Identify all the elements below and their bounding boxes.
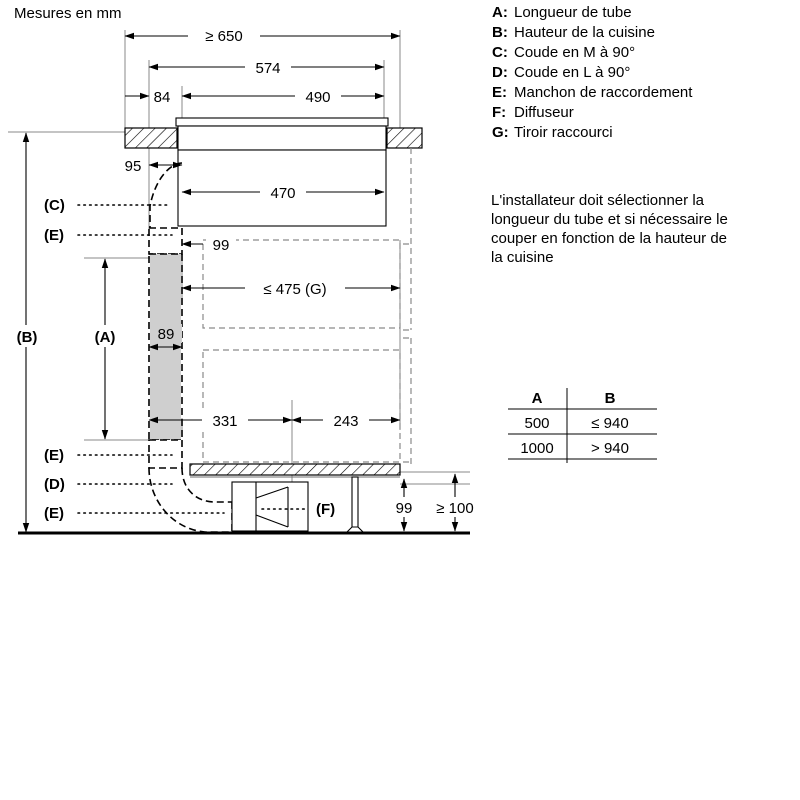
diffuser-f-vane-bottom: [255, 514, 289, 528]
dim-99-top-label: 99: [213, 237, 230, 254]
dim-99-top: 99: [181, 234, 236, 254]
elbow-d-inner-curve: [181, 467, 232, 503]
callout-a-label: (A): [95, 329, 116, 346]
dim-89-label: 89: [158, 326, 175, 343]
dim-b-height: (B): [8, 132, 46, 533]
legend-key: G:: [492, 124, 509, 141]
legend-item: C: Coude en M à 90°: [492, 44, 635, 61]
legend-key: E:: [492, 84, 507, 101]
legend-item: G: Tiroir raccourci: [492, 124, 613, 141]
dim-574: 574: [148, 57, 385, 77]
dim-95-label: 95: [125, 158, 142, 175]
dim-331-243: 331 243: [148, 410, 401, 430]
dim-84: 84: [125, 89, 170, 106]
dim-100: ≥ 100: [428, 473, 486, 532]
dim-470-label: 470: [270, 185, 295, 202]
legend-item: A: Longueur de tube: [492, 4, 632, 21]
legend-label: Tiroir raccourci: [514, 124, 613, 141]
legend-list: A: Longueur de tube B: Hauteur de la cui…: [492, 4, 693, 141]
table-cell: 500: [524, 415, 549, 432]
elbow-d-curve: [148, 467, 232, 533]
bottom-shelf-hatched: [189, 463, 401, 476]
legend-label: Hauteur de la cuisine: [514, 24, 655, 41]
page-title: Mesures en mm: [14, 5, 122, 22]
drawer-g-upper: [202, 239, 401, 329]
table-cell: 1000: [520, 440, 553, 457]
sleeve-e-upper: [148, 227, 183, 255]
callout-e3-label: (E): [44, 505, 64, 522]
dim-84-label: 84: [154, 89, 171, 106]
legend-key: B:: [492, 24, 508, 41]
callout-e1-label: (E): [44, 227, 64, 244]
dim-470: 470: [181, 182, 385, 202]
extension-lines: [8, 30, 470, 520]
a-b-table: A B 500 ≤ 940 1000 > 940: [508, 388, 657, 463]
table-header-a: A: [532, 390, 543, 407]
legend-key: D:: [492, 64, 508, 81]
dim-475-g: ≤ 475 (G): [181, 278, 401, 298]
cooktop-upper-band: [177, 125, 387, 151]
worktop-left-hatched: [124, 127, 178, 149]
dim-650: ≥ 650: [124, 26, 401, 46]
callout-e2-label: (E): [44, 447, 64, 464]
legend-key: A:: [492, 4, 508, 21]
dim-95: 95: [125, 158, 183, 175]
cooktop-glass-plate: [175, 117, 389, 127]
drawer-g-ticks: [403, 243, 411, 463]
support-leg-post: [351, 476, 359, 529]
callout-f-label: (F): [316, 501, 335, 518]
legend-item: F: Diffuseur: [492, 104, 574, 121]
legend-item: E: Manchon de raccordement: [492, 84, 693, 101]
callout-b-label: (B): [17, 329, 38, 346]
legend-item: D: Coude en L à 90°: [492, 64, 630, 81]
support-leg: [344, 476, 366, 534]
leader-callouts: (C) (E) (E) (D) (E) (F): [44, 197, 335, 522]
diffuser-f-vane-top: [255, 486, 289, 499]
note-line: L'installateur doit sélectionner la: [491, 192, 705, 209]
diffuser-f-body: [231, 481, 309, 532]
installer-note: L'installateur doit sélectionner la long…: [491, 192, 728, 266]
dim-574-label: 574: [255, 60, 280, 77]
legend-label: Manchon de raccordement: [514, 84, 693, 101]
diffuser-f-group: [231, 481, 309, 532]
dim-475-g-label: ≤ 475 (G): [263, 281, 326, 298]
sleeve-e-lower: [148, 439, 183, 469]
drawer-g-lower: [202, 349, 401, 463]
table-cell: ≤ 940: [591, 415, 628, 432]
legend-key: C:: [492, 44, 508, 61]
elbow-c-curve: [149, 162, 183, 228]
dim-490-label: 490: [305, 89, 330, 106]
table-cell: > 940: [591, 440, 629, 457]
note-line: longueur du tube et si nécessaire le: [491, 211, 728, 228]
callout-d-label: (D): [44, 476, 65, 493]
dim-99-bottom: 99: [386, 478, 422, 532]
legend-label: Coude en M à 90°: [514, 44, 635, 61]
cooktop-assembly: [124, 117, 423, 227]
dim-99-bottom-label: 99: [396, 500, 413, 517]
dim-490: 490: [181, 86, 385, 106]
dim-650-label: ≥ 650: [205, 28, 242, 45]
dim-243-label: 243: [333, 413, 358, 430]
legend-label: Coude en L à 90°: [514, 64, 630, 81]
table-header-b: B: [605, 390, 616, 407]
dim-89: 89: [148, 324, 183, 351]
legend-label: Longueur de tube: [514, 4, 632, 21]
note-line: couper en fonction de la hauteur de: [491, 230, 727, 247]
dim-331-label: 331: [212, 413, 237, 430]
legend-label: Diffuseur: [514, 104, 574, 121]
callout-c-label: (C): [44, 197, 65, 214]
note-line: la cuisine: [491, 249, 554, 266]
dim-100-label: ≥ 100: [436, 500, 473, 517]
legend-item: B: Hauteur de la cuisine: [492, 24, 655, 41]
drawer-g-group: [202, 148, 412, 466]
dim-a-length: (A): [86, 258, 124, 440]
legend-key: F:: [492, 104, 506, 121]
worktop-right-hatched: [386, 127, 423, 149]
